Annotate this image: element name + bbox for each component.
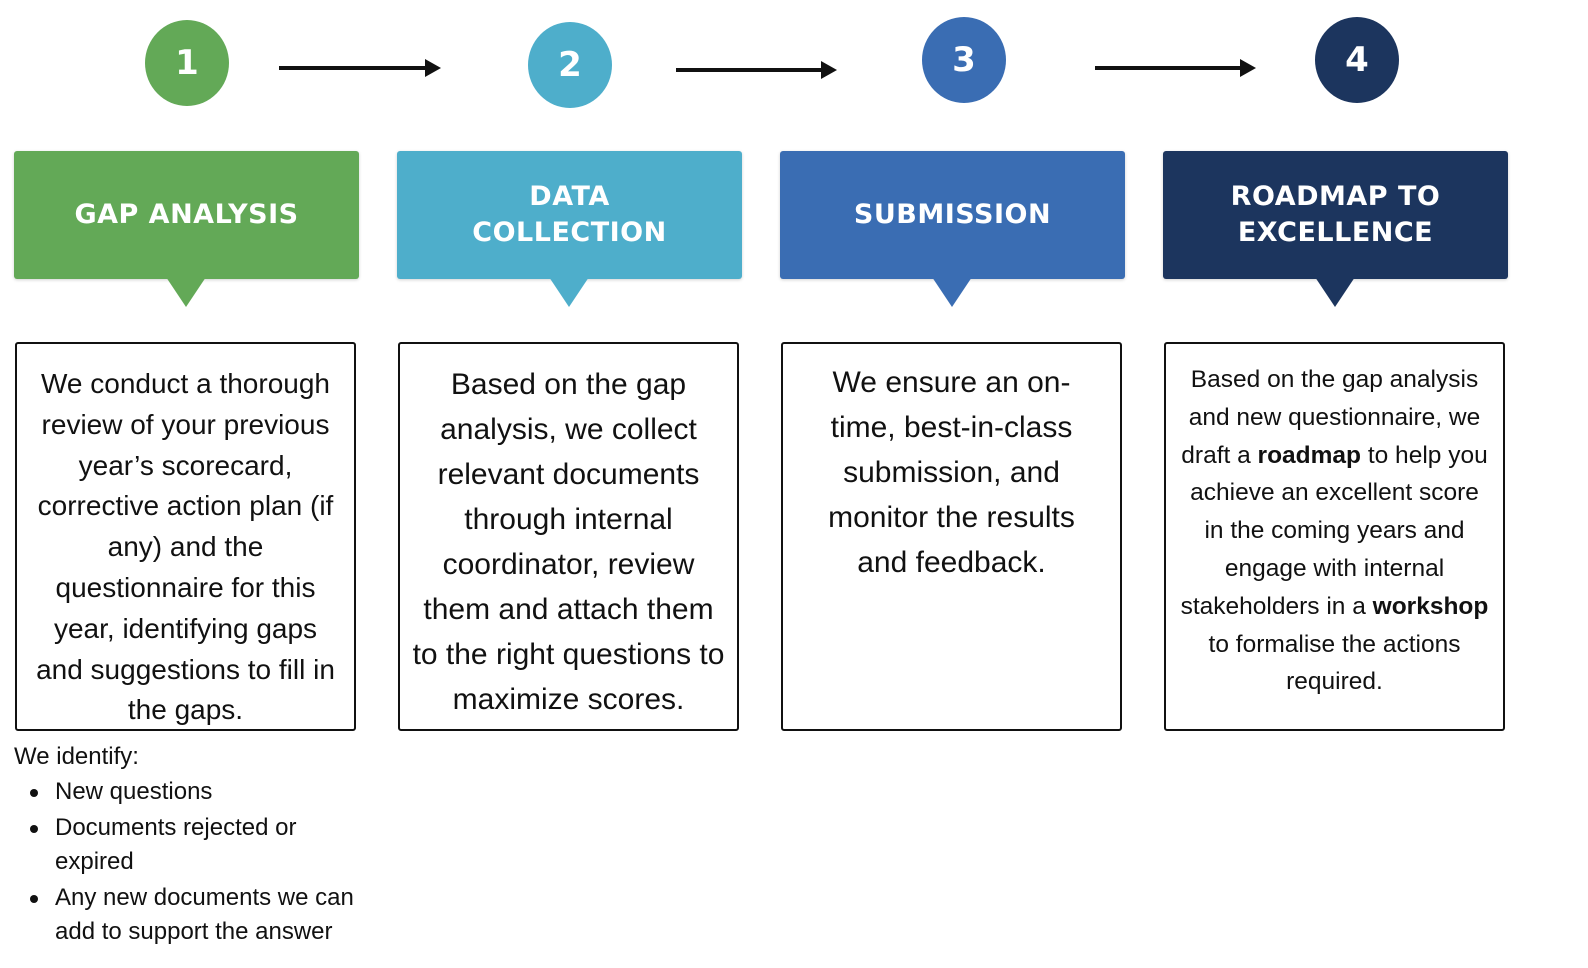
bullet-icon xyxy=(30,789,38,797)
step-4-title: ROADMAP TO EXCELLENCE xyxy=(1230,181,1441,248)
step-4-description-box: Based on the gap analysis and new questi… xyxy=(1164,342,1505,731)
step-1-circle: 1 xyxy=(145,20,229,106)
step-4-pointer xyxy=(1315,277,1355,307)
step-1-pointer xyxy=(166,277,206,307)
bullet-icon xyxy=(30,824,38,833)
bullet-icon xyxy=(30,894,38,903)
list-item: Any new documents we can add to support … xyxy=(14,881,374,950)
step-4-description: Based on the gap analysis and new questi… xyxy=(1180,366,1489,696)
step-2-pointer xyxy=(549,277,589,307)
arrow-1-to-2 xyxy=(279,58,441,78)
step-3-header: SUBMISSION xyxy=(780,151,1125,279)
step-2-header: DATA COLLECTION xyxy=(397,151,742,279)
list-item: New questions xyxy=(14,775,374,810)
step-2-description: Based on the gap analysis, we collect re… xyxy=(412,368,725,716)
step-3-number: 3 xyxy=(952,40,976,80)
workshop-emphasis: workshop xyxy=(1372,592,1489,620)
identify-notes: We identify: New questions Documents rej… xyxy=(14,740,374,950)
step-3-description-box: We ensure an on-time, best-in-class subm… xyxy=(781,342,1122,731)
notes-list: New questions Documents rejected or expi… xyxy=(14,775,374,950)
step-2-circle: 2 xyxy=(528,22,612,108)
step-2-title: DATA COLLECTION xyxy=(472,181,667,248)
step-3-circle: 3 xyxy=(922,17,1006,103)
step-4-circle: 4 xyxy=(1315,17,1399,103)
arrow-2-to-3 xyxy=(676,60,837,80)
step-1-number: 1 xyxy=(175,43,199,83)
step-1-header: GAP ANALYSIS xyxy=(14,151,359,279)
step-2-description-box: Based on the gap analysis, we collect re… xyxy=(398,342,739,731)
step-4-number: 4 xyxy=(1345,40,1369,80)
step-3-title: SUBMISSION xyxy=(853,199,1052,230)
notes-intro: We identify: xyxy=(14,743,139,770)
step-3-pointer xyxy=(932,277,972,307)
step-1-description: We conduct a thorough review of your pre… xyxy=(36,368,335,726)
roadmap-emphasis: roadmap xyxy=(1257,441,1362,469)
arrow-3-to-4 xyxy=(1095,58,1256,78)
step-3-description: We ensure an on-time, best-in-class subm… xyxy=(828,366,1075,579)
step-1-description-box: We conduct a thorough review of your pre… xyxy=(15,342,356,731)
list-item: Documents rejected or expired xyxy=(14,811,374,880)
step-2-number: 2 xyxy=(558,45,582,85)
step-1-title: GAP ANALYSIS xyxy=(74,199,299,230)
step-4-header: ROADMAP TO EXCELLENCE xyxy=(1163,151,1508,279)
